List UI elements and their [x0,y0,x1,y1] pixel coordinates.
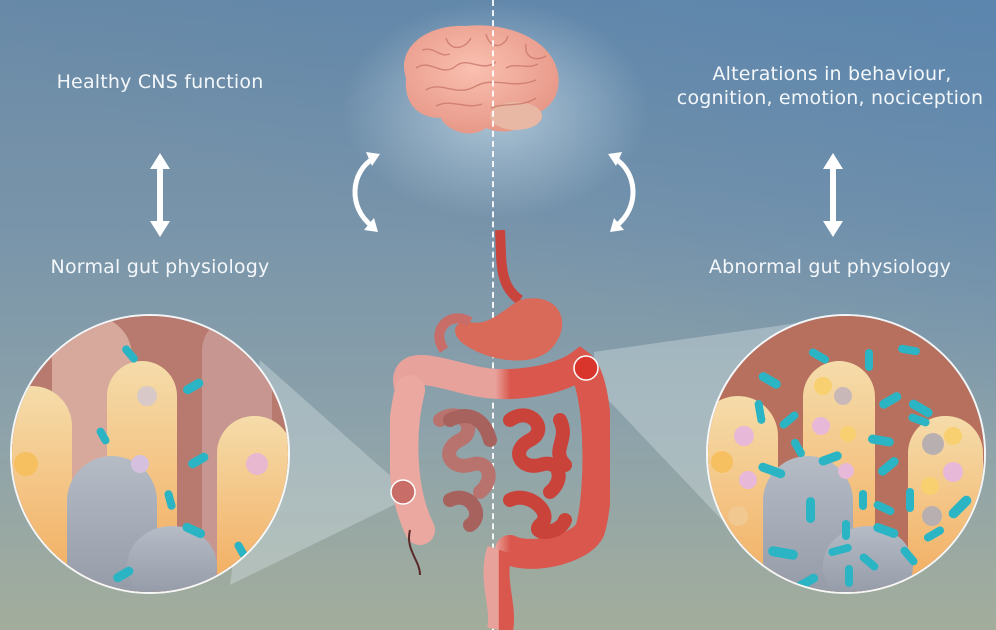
brain-illustration [404,25,559,134]
right-bidirectional-arrow-icon [823,153,843,237]
center-divider [492,0,494,630]
left-bidirectional-arrow-icon [150,153,170,237]
right-cycle-arrow-icon [608,152,636,232]
left-cycle-arrow-icon [352,152,380,232]
abnormal-gut-label: Abnormal gut physiology [708,256,952,278]
digestive-tract-illustration [390,230,610,630]
healthy-cns-label: Healthy CNS function [56,71,264,93]
dysbiosis-villi-magnified-view [706,314,986,594]
normal-gut-label: Normal gut physiology [50,256,270,278]
healthy-villi-magnified-view [10,314,290,594]
alterations-label-line2: cognition, emotion, nociception [676,87,984,109]
alterations-label-line1: Alterations in behaviour, [712,63,952,85]
